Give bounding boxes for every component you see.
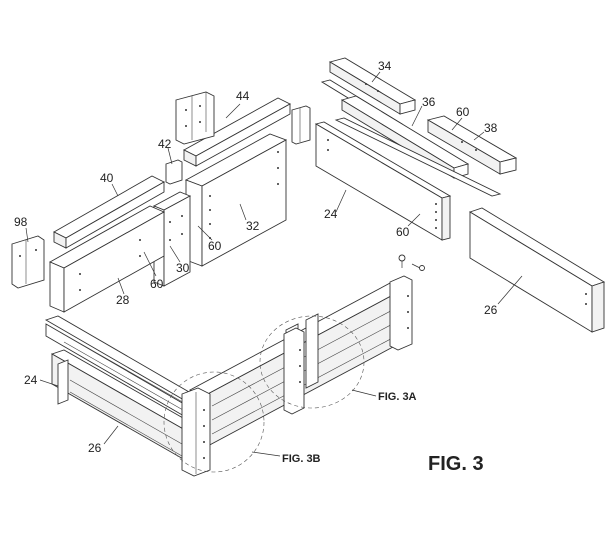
label-98: 98 [14,215,28,229]
label-60-top: 60 [456,105,470,119]
figure-title: FIG. 3 [428,453,484,475]
label-fig-3a: FIG. 3A [378,391,417,403]
label-42: 42 [158,137,172,151]
label-26-bottom: 26 [88,441,102,455]
channel-38 [426,115,518,175]
label-36: 36 [422,95,436,109]
channel-40 [53,175,165,249]
panel-28 [48,205,166,313]
label-34: 34 [378,59,392,73]
channel-44 [183,97,291,167]
bracket-98 [11,235,45,289]
label-32: 32 [246,219,260,233]
plate-36b [334,117,502,197]
label-26-right: 26 [484,303,498,317]
label-60-mid: 60 [208,239,222,253]
bracket-right-small [291,105,311,145]
label-40: 40 [100,171,114,185]
assembled-frame [44,254,425,477]
reference-numerals: 34 44 36 60 38 42 40 98 24 60 32 60 30 6… [14,59,498,455]
label-38: 38 [484,121,498,135]
label-60-left: 60 [150,277,164,291]
label-24-top: 24 [324,207,338,221]
label-44: 44 [236,89,250,103]
panel-24-exploded [314,121,452,241]
label-24-bottom: 24 [24,373,38,387]
bracket-42 [165,159,183,185]
bracket-44 [175,91,215,145]
panel-26-exploded [468,207,606,333]
label-fig-3b: FIG. 3B [282,453,321,465]
leader-lines [25,71,523,457]
label-30: 30 [176,261,190,275]
label-28: 28 [116,293,130,307]
label-60-right: 60 [396,225,410,239]
